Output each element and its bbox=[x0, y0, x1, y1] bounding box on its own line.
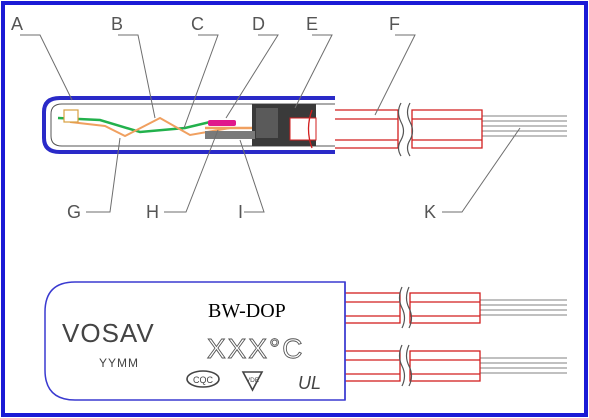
cross-section-view: A B C D E F G H I K bbox=[11, 14, 567, 222]
static-contact bbox=[208, 120, 236, 126]
svg-text:UL: UL bbox=[298, 373, 321, 393]
label-i: I bbox=[238, 202, 243, 222]
bottom-break-marks bbox=[398, 286, 413, 387]
svg-text:CQC: CQC bbox=[193, 375, 214, 385]
svg-text:VDE: VDE bbox=[246, 377, 260, 384]
vde-mark: VDE bbox=[241, 371, 264, 392]
label-a: A bbox=[11, 14, 23, 34]
temperature-text: XXX°C bbox=[207, 333, 304, 364]
insulated-lead bbox=[311, 109, 483, 149]
break-mark bbox=[397, 102, 414, 157]
label-g: G bbox=[67, 202, 81, 222]
lead-wire-strands bbox=[482, 115, 567, 137]
date-code: YYMM bbox=[99, 356, 139, 370]
label-k: K bbox=[424, 202, 436, 222]
leader-lines bbox=[20, 34, 521, 213]
lead-end bbox=[289, 117, 317, 141]
label-h: H bbox=[146, 202, 159, 222]
ul-mark: UL bbox=[298, 373, 321, 393]
label-c: C bbox=[191, 14, 204, 34]
label-e: E bbox=[306, 14, 318, 34]
epoxy-seal-texture bbox=[256, 108, 278, 138]
insulation-sleeve bbox=[205, 131, 255, 139]
label-d: D bbox=[252, 14, 265, 34]
product-body bbox=[44, 281, 346, 401]
moving-contact-arm bbox=[69, 116, 231, 138]
lead-end-shape bbox=[307, 109, 313, 149]
brand-text: VOSAV bbox=[62, 318, 155, 348]
bottom-wire-strands bbox=[480, 299, 567, 374]
cqc-mark: CQC bbox=[186, 370, 220, 388]
product-exterior-view: VOSAV YYMM BW-DOP XXX°C CQC VDE UL bbox=[44, 281, 567, 401]
label-b: B bbox=[111, 14, 123, 34]
contact-block bbox=[63, 109, 79, 123]
casing-inner bbox=[50, 103, 335, 147]
label-f: F bbox=[389, 14, 400, 34]
model-text: BW-DOP bbox=[208, 300, 286, 322]
bottom-leads bbox=[339, 292, 481, 382]
bimetal-disc bbox=[57, 116, 211, 134]
